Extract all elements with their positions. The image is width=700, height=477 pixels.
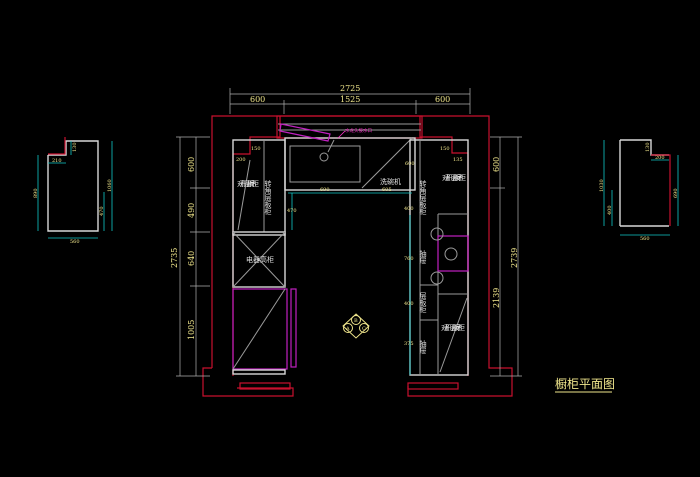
dim-text: 890 — [33, 188, 39, 198]
dim-text: 135 — [453, 157, 463, 163]
sink-counter: 水龙头接水口 — [279, 123, 416, 191]
dim-left-seg4: 1005 — [187, 320, 196, 340]
label-dishwasher: 洗碗机 — [380, 177, 401, 186]
dim-text: 400 — [404, 301, 414, 307]
label-right-wall-cabinet: 对开门层板吊柜 — [442, 173, 466, 182]
dim-top-left: 600 — [250, 95, 265, 104]
left-cabinets — [232, 139, 297, 375]
dim-text: 400 — [404, 206, 414, 212]
drawing-title: 橱柜平面图 — [555, 377, 615, 391]
dim-text: 130 — [645, 142, 651, 152]
dim-text: 200 — [236, 157, 246, 163]
label-right-corner: 转角层板柜 — [419, 179, 427, 216]
dim-text: 1030 — [599, 179, 605, 192]
dim-text: 600 — [405, 161, 415, 167]
dim-top-middle: 1525 — [340, 95, 360, 104]
label-right-lower-wall: 对开门层板吊柜 — [441, 323, 465, 332]
dim-text: 760 — [404, 256, 414, 262]
dim-text: 375 — [404, 341, 414, 347]
dim-text: 150 — [440, 146, 450, 152]
marker-b: B — [354, 318, 358, 324]
label-drawer-1: 抽屉 — [419, 249, 427, 265]
inner-dimensions: 690 605 470 600 400 760 400 375 150 200 … — [236, 146, 463, 347]
label-left-wall-cabinet: 对开门层板吊柜 — [237, 179, 259, 188]
dim-right-top: 600 — [492, 157, 501, 172]
dim-top-right: 600 — [435, 95, 450, 104]
dim-text: 690 — [673, 188, 679, 198]
view-direction-marker: A B C — [342, 313, 370, 339]
left-side-detail: 560 890 1060 470 210 130 — [33, 137, 113, 245]
cabinet-labels: 对开门层板吊柜 转角层板柜 电器高柜 洗碗机 转角层板柜 对开门层板吊柜 抽屉 … — [237, 173, 466, 355]
faucet-label: 水龙头接水口 — [345, 127, 372, 134]
dim-text: 560 — [640, 236, 650, 242]
dim-text: 560 — [70, 239, 80, 245]
dim-text: 470 — [287, 208, 297, 214]
dim-text: 400 — [607, 205, 613, 215]
dim-text: 470 — [99, 206, 105, 216]
dim-right-total: 2739 — [510, 248, 519, 268]
dim-right-lower: 2139 — [492, 288, 501, 308]
outer-dimensions: 2725 600 1525 600 2735 600 490 640 1005 … — [170, 84, 522, 377]
dim-text: 200 — [655, 155, 665, 161]
dim-text: 130 — [72, 142, 78, 152]
dim-text: 150 — [251, 146, 261, 152]
dim-left-seg1: 600 — [187, 157, 196, 172]
dim-left-seg3: 640 — [187, 251, 196, 266]
dim-text: 1060 — [107, 179, 113, 192]
marker-a: A — [345, 326, 350, 332]
dim-left-seg2: 490 — [187, 203, 196, 218]
dim-text: 690 — [320, 187, 330, 193]
right-side-detail: 560 1030 400 690 200 130 — [599, 139, 679, 242]
marker-c: C — [362, 326, 366, 332]
label-drawer-2: 抽屉 — [419, 339, 427, 355]
dim-text: 605 — [382, 187, 392, 193]
label-shelf-cabinet: 层板柜 — [419, 292, 427, 314]
dim-overall-width: 2725 — [340, 84, 360, 93]
dim-text: 210 — [52, 158, 62, 164]
right-cabinets — [409, 139, 469, 376]
label-appliance-tall: 电器高柜 — [246, 255, 274, 264]
label-left-corner: 转角层板柜 — [264, 179, 272, 216]
dim-left-total: 2735 — [170, 248, 179, 268]
